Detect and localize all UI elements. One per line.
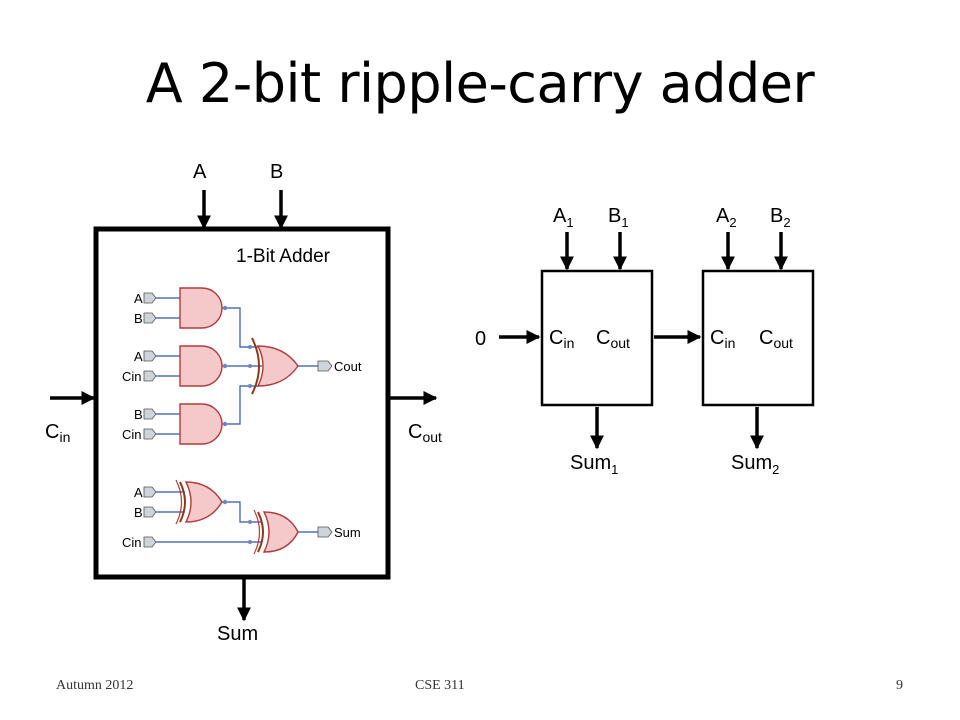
footer-course: CSE 311 <box>415 678 465 693</box>
and3-in-cin: Cin <box>122 427 142 442</box>
xor-gate-1 <box>184 481 223 523</box>
block2-cin-label: Cin <box>710 327 735 351</box>
one-bit-adder: 1-Bit Adder A B Cin Cout Sum <box>45 161 442 645</box>
adder-block-2: A2 B2 Cin Cout Sum2 <box>701 205 815 477</box>
gate-output-dots <box>222 305 252 544</box>
xor1-in-a: A <box>134 485 143 500</box>
and-gates <box>179 287 223 445</box>
one-bit-adder-box <box>93 226 391 580</box>
block1-sum-label: Sum1 <box>570 452 618 477</box>
block2-cout-label: Cout <box>759 327 793 351</box>
and2-in-cin: Cin <box>122 369 142 384</box>
block1-b-label: B1 <box>608 205 629 230</box>
block2-a-label: A2 <box>716 205 737 230</box>
carry-out-label: Cout <box>408 421 442 445</box>
block1-cout-label: Cout <box>596 327 630 351</box>
adder-block-1: A1 B1 Cin Cout Sum1 <box>540 205 654 477</box>
or-gate <box>251 337 299 395</box>
and1-in-b: B <box>134 311 143 326</box>
input-b-label: B <box>270 161 283 183</box>
xor1-in-b: B <box>134 505 143 520</box>
one-bit-adder-label: 1-Bit Adder <box>236 246 331 267</box>
and-gate-2 <box>179 345 223 387</box>
xor-gates <box>175 479 299 555</box>
and-gate-1 <box>179 287 223 329</box>
block1-a-label: A1 <box>553 205 574 230</box>
gate-input-labels: A B A Cin B Cin A B Cin Cout Sum <box>122 291 362 550</box>
xor2-in-cin: Cin <box>122 535 142 550</box>
footer-date: Autumn 2012 <box>56 678 134 693</box>
and2-in-a: A <box>134 349 143 364</box>
block2-b-label: B2 <box>770 205 791 230</box>
sum-label: Sum <box>217 623 258 645</box>
sum-output-label: Sum <box>334 525 361 540</box>
input-a-label: A <box>193 161 207 183</box>
slide-title: A 2-bit ripple-carry adder <box>145 52 815 115</box>
and3-in-b: B <box>134 407 143 422</box>
block2-sum-label: Sum2 <box>731 452 779 477</box>
and1-in-a: A <box>134 291 143 306</box>
block1-cin-label: Cin <box>549 327 574 351</box>
and-gate-3 <box>179 403 223 445</box>
ripple-carry-adder: 0 A1 B1 Cin Cout Sum1 A2 B2 Cin Cout Sum… <box>475 205 815 477</box>
cout-output-label: Cout <box>334 359 362 374</box>
footer-page-number: 9 <box>896 678 903 693</box>
ripple-carry-in-value: 0 <box>475 328 486 350</box>
carry-in-label: Cin <box>45 421 70 445</box>
input-pins <box>143 292 333 548</box>
xor-gate-2 <box>262 511 299 553</box>
